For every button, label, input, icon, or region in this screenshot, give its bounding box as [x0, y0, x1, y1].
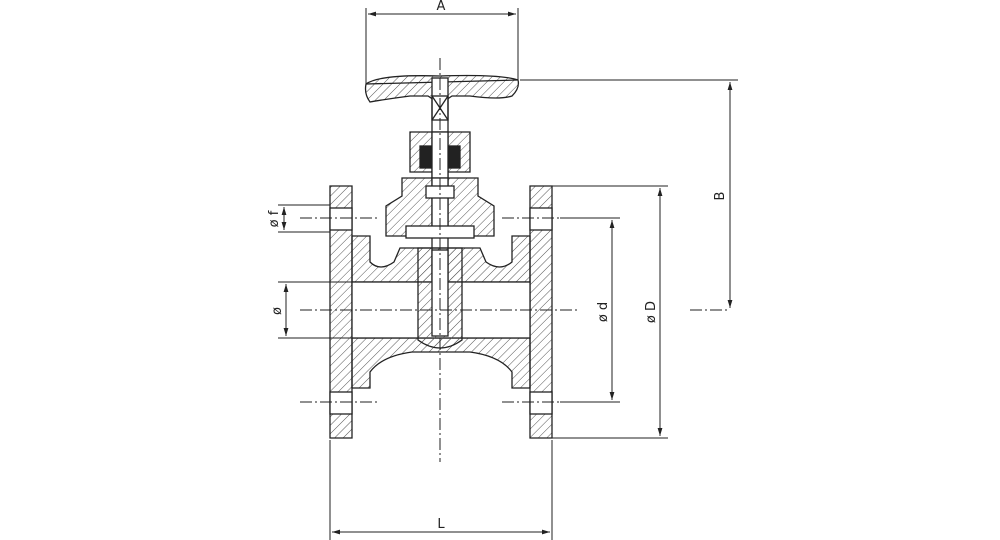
dimension-phi-bore [278, 281, 352, 339]
label-b: B [713, 192, 728, 201]
label-a: A [437, 0, 446, 14]
dimension-a [365, 8, 519, 84]
label-phi-bore: ø [270, 307, 285, 315]
label-phi-d-bolt: ø d [596, 302, 611, 322]
dimension-phi-d-bolt [560, 217, 620, 403]
packing-nut [409, 131, 471, 181]
label-phi-d-outer: ø D [644, 301, 659, 323]
dimension-b [520, 79, 738, 308]
label-phi-f: ø f [267, 210, 282, 227]
dimension-l [329, 440, 553, 540]
dimension-phi-d-outer [552, 185, 668, 439]
label-l: L [437, 517, 445, 532]
dimension-phi-f [278, 204, 330, 233]
